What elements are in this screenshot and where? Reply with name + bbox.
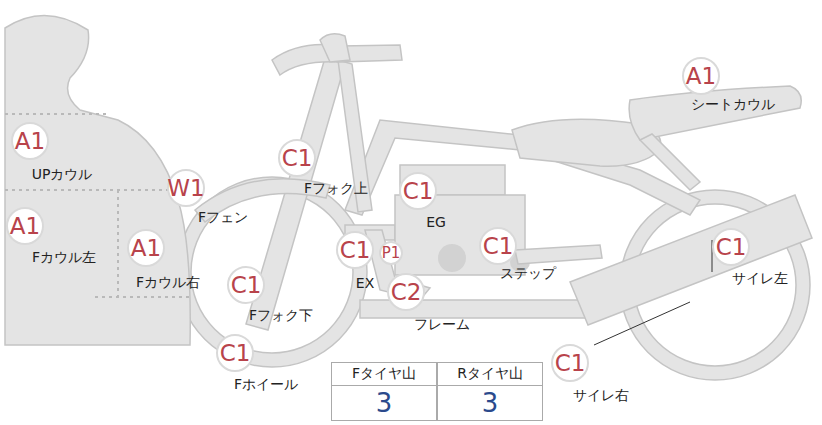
damage-callout: C1Fフォク下: [227, 266, 265, 304]
damage-callout: C1EG: [399, 172, 437, 210]
damage-callout: A1Fカウル右: [127, 229, 165, 267]
damage-callout: C1サイレ左: [712, 228, 750, 266]
table-header: Fタイヤ山: [352, 365, 416, 383]
damage-callout: A1シートカウル: [682, 57, 720, 95]
damage-code: W1: [169, 171, 203, 205]
table-value: 3: [482, 388, 499, 418]
part-name: サイレ左: [732, 271, 788, 286]
part-name: シートカウル: [691, 97, 775, 112]
damage-code: C1: [481, 229, 515, 263]
damage-callout: C1ステップ: [479, 227, 517, 265]
part-name: EX: [356, 276, 374, 291]
damage-code: C1: [338, 233, 372, 267]
part-name: サイレ右: [573, 388, 629, 403]
part-name: Fフォク上: [304, 181, 368, 196]
damage-callout: A1UPカウル: [11, 122, 49, 160]
part-name: Fフォク下: [249, 308, 313, 323]
damage-code: C1: [229, 268, 263, 302]
damage-code: C1: [553, 346, 587, 380]
part-name: ステップ: [500, 266, 556, 281]
table-value: 3: [376, 388, 393, 418]
damage-code: A1: [684, 59, 718, 93]
part-name: EG: [426, 215, 446, 230]
damage-callout: C1Fフォク上: [278, 139, 316, 177]
part-name: Fフェン: [198, 210, 248, 225]
damage-code: A1: [13, 124, 47, 158]
damage-code: C1: [401, 174, 435, 208]
part-name: Fカウル左: [32, 250, 96, 265]
damage-code: A1: [8, 209, 42, 243]
damage-callout: A1Fカウル左: [6, 207, 44, 245]
damage-callout: C2フレーム: [387, 273, 425, 311]
damage-code: C1: [218, 336, 252, 370]
part-name: Fカウル右: [136, 275, 200, 290]
damage-code: P1: [381, 243, 401, 263]
part-name: フレーム: [414, 317, 470, 332]
damage-callout: W1Fフェン: [167, 169, 205, 207]
damage-code: C2: [389, 275, 423, 309]
table-cell: Rタイヤ山: [437, 362, 543, 386]
damage-callout: C1EX: [336, 231, 374, 269]
part-name: UPカウル: [32, 167, 93, 182]
table-header: Rタイヤ山: [457, 365, 523, 383]
damage-code: A1: [129, 231, 163, 265]
damage-callout: P1: [379, 241, 403, 265]
damage-code: C1: [280, 141, 314, 175]
table-cell: 3: [331, 385, 437, 421]
table-cell: 3: [437, 385, 543, 421]
damage-callout: C1Fホイール: [216, 334, 254, 372]
damage-callout: C1サイレ右: [551, 344, 589, 382]
damage-code: C1: [714, 230, 748, 264]
part-name: Fホイール: [234, 377, 298, 392]
table-cell: Fタイヤ山: [331, 362, 437, 386]
